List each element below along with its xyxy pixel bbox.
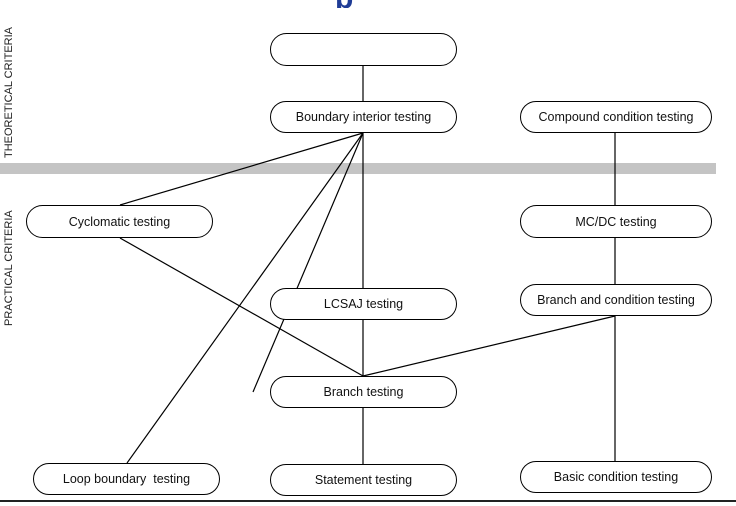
title-fragment: p: [335, 0, 359, 8]
edge-boundary-loop: [126, 132, 364, 464]
edge-boundary-branch: [252, 132, 364, 393]
node-basic-condition-testing: Basic condition testing: [520, 461, 712, 493]
edge-cyclomatic-branch: [119, 237, 364, 377]
node-statement-testing: Statement testing: [270, 464, 457, 496]
bottom-rule: [0, 500, 736, 502]
node-boundary-interior-testing: Boundary interior testing: [270, 101, 457, 133]
edge-branchcond-branch: [362, 315, 616, 377]
node-lcsaj-testing: LCSAJ testing: [270, 288, 457, 320]
node-mcdc-testing: MC/DC testing: [520, 205, 712, 238]
node-branch-and-condition-testing: Branch and condition testing: [520, 284, 712, 316]
node-cyclomatic-testing: Cyclomatic testing: [26, 205, 213, 238]
criteria-separator: [0, 163, 716, 174]
node-compound-condition-testing: Compound condition testing: [520, 101, 712, 133]
title-text: p: [335, 0, 359, 8]
node-loop-boundary-testing: Loop boundary testing: [33, 463, 220, 495]
node-top: [270, 33, 457, 66]
edge-boundary-cyclomatic: [119, 132, 364, 206]
node-branch-testing: Branch testing: [270, 376, 457, 408]
